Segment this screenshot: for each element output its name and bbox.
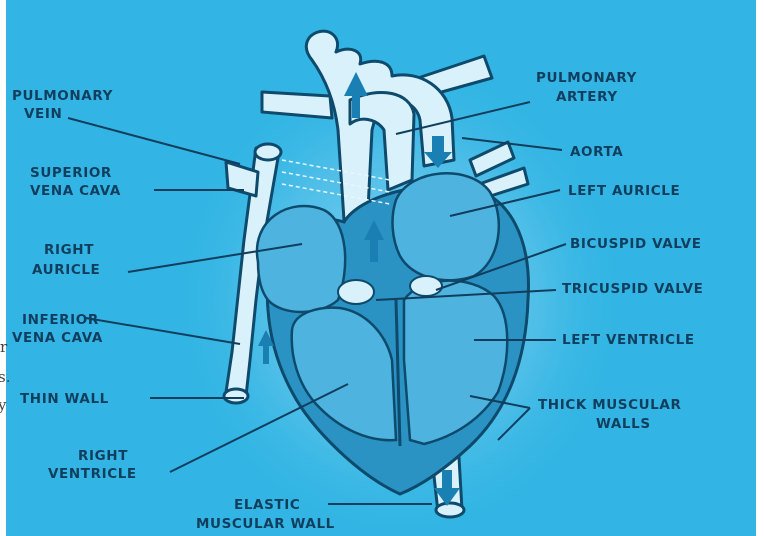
descending-opening — [436, 503, 464, 517]
left-auricle-chamber — [393, 173, 499, 280]
svc-opening — [255, 144, 281, 160]
label-thick-muscular-walls: WALLS — [596, 416, 651, 432]
label-superior-vena-cava: VENA CAVA — [30, 183, 121, 199]
label-thick-muscular-walls: THICK MUSCULAR — [538, 397, 681, 413]
label-pulmonary-artery: ARTERY — [556, 89, 618, 105]
label-right-auricle: RIGHT — [44, 242, 94, 258]
label-left-ventricle: LEFT VENTRICLE — [562, 332, 695, 348]
label-right-auricle: AURICLE — [32, 262, 100, 278]
label-pulmonary-vein: PULMONARY — [12, 88, 113, 104]
right-margin-strip — [756, 0, 764, 536]
margin-fragment: r — [0, 338, 8, 356]
margin-fragment: s. — [0, 368, 10, 386]
label-pulmonary-artery: PULMONARY — [536, 70, 637, 86]
margin-fragment: y — [0, 396, 7, 414]
label-inferior-vena-cava: VENA CAVA — [12, 330, 103, 346]
bicuspid-valve-shape — [410, 276, 442, 296]
label-elastic-muscular-wall: ELASTIC — [234, 497, 300, 513]
label-pulmonary-vein: VEIN — [24, 106, 62, 122]
label-aorta: AORTA — [570, 144, 623, 160]
label-left-auricle: LEFT AURICLE — [568, 183, 680, 199]
label-tricuspid-valve: TRICUSPID VALVE — [562, 281, 703, 297]
label-right-ventricle: RIGHT — [78, 448, 128, 464]
label-elastic-muscular-wall: MUSCULAR WALL — [196, 516, 335, 532]
tricuspid-valve-shape — [338, 280, 374, 304]
right-auricle-chamber — [257, 206, 345, 312]
label-bicuspid-valve: BICUSPID VALVE — [570, 236, 702, 252]
left-margin-strip — [0, 0, 6, 536]
label-right-ventricle: VENTRICLE — [48, 466, 137, 482]
label-thin-wall: THIN WALL — [20, 391, 109, 407]
label-inferior-vena-cava: INFERIOR — [22, 312, 99, 328]
pulmonary-artery-branch — [262, 92, 332, 118]
label-superior-vena-cava: SUPERIOR — [30, 165, 112, 181]
ivc-opening — [224, 389, 248, 403]
